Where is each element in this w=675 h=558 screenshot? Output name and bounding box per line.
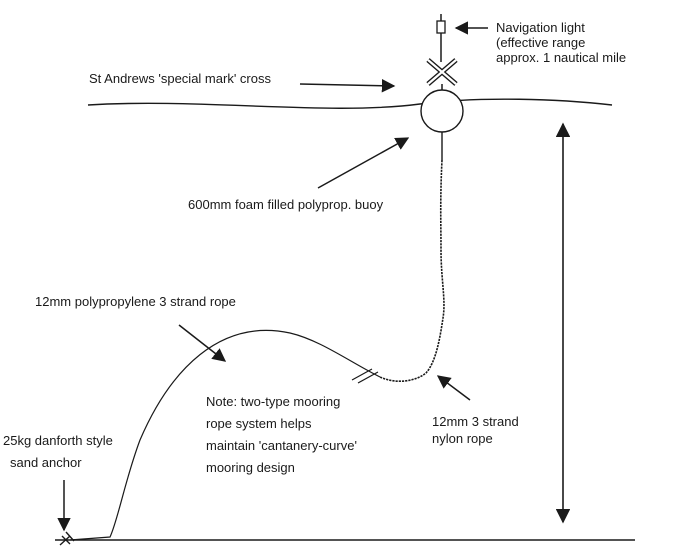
cross-arrow <box>299 78 396 93</box>
cross-label: St Andrews 'special mark' cross <box>89 71 271 86</box>
nylon-rope-arrow <box>436 375 471 401</box>
nav-light-label: Navigation light (effective range approx… <box>496 20 626 65</box>
note-line-4: mooring design <box>206 460 295 475</box>
buoy-label: 600mm foam filled polyprop. buoy <box>188 197 384 212</box>
polypropylene-rope-line <box>69 329 381 541</box>
st-andrews-cross-icon <box>426 58 458 86</box>
nylon-rope-line <box>379 159 445 382</box>
note-line-2: rope system helps <box>206 416 312 431</box>
nylon-rope-line-1: 12mm 3 strand <box>432 414 519 429</box>
rope-junction-mark <box>351 368 379 384</box>
nav-light-line-3: approx. 1 nautical mile <box>496 50 627 65</box>
nav-light-line-1: Navigation light <box>496 20 585 35</box>
nylon-rope-line-2: nylon rope <box>432 431 493 446</box>
nav-light-line-2: (effective range <box>496 35 586 50</box>
note-label: Note: two-type mooring rope system helps… <box>206 391 357 479</box>
buoy-arrow <box>317 137 410 189</box>
buoy-icon <box>420 89 464 133</box>
anchor-line-1: 25kg danforth style <box>3 433 113 448</box>
sea-surface-line <box>87 98 613 109</box>
poly-rope-arrow <box>178 324 227 362</box>
note-line-3: maintain 'cantanery-curve' <box>206 438 357 453</box>
anchor-icon <box>59 531 75 546</box>
anchor-line-2: sand anchor <box>10 455 82 470</box>
poly-rope-label: 12mm polypropylene 3 strand rope <box>35 294 236 309</box>
anchor-label: 25kg danforth style sand anchor <box>3 430 113 474</box>
navigation-light-icon <box>436 14 446 62</box>
nylon-rope-label: 12mm 3 strand nylon rope <box>432 413 519 447</box>
note-line-1: Note: two-type mooring <box>206 394 341 409</box>
